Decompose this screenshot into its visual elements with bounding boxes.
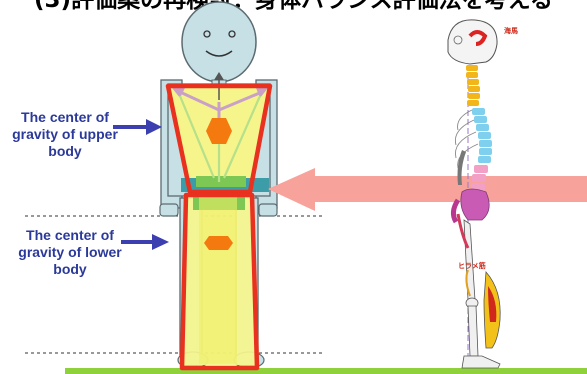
head [182, 2, 256, 82]
ground-line [65, 368, 587, 374]
tibia [468, 306, 478, 356]
push-arrow [268, 168, 587, 211]
lower-cog-marker [204, 236, 233, 250]
skeleton-foot [462, 356, 500, 368]
skull [448, 20, 497, 64]
hip-band [196, 176, 246, 187]
human-figure [160, 2, 277, 368]
thoracic-spine [472, 108, 492, 163]
upper-pointer-head [146, 119, 162, 135]
hippocampus-label: 海馬 [504, 26, 518, 36]
right-hand [259, 204, 277, 216]
iliopsoas [453, 200, 458, 222]
lower-body-cog-label: The center of gravity of lower body [14, 227, 126, 278]
pelvis [461, 189, 489, 220]
soleus-label: ヒラメ筋 [458, 261, 486, 271]
upper-body-cog-label: The center of gravity of upper body [6, 109, 124, 160]
femur [464, 220, 475, 300]
lower-pointer-head [152, 234, 169, 250]
left-hand [160, 204, 178, 216]
